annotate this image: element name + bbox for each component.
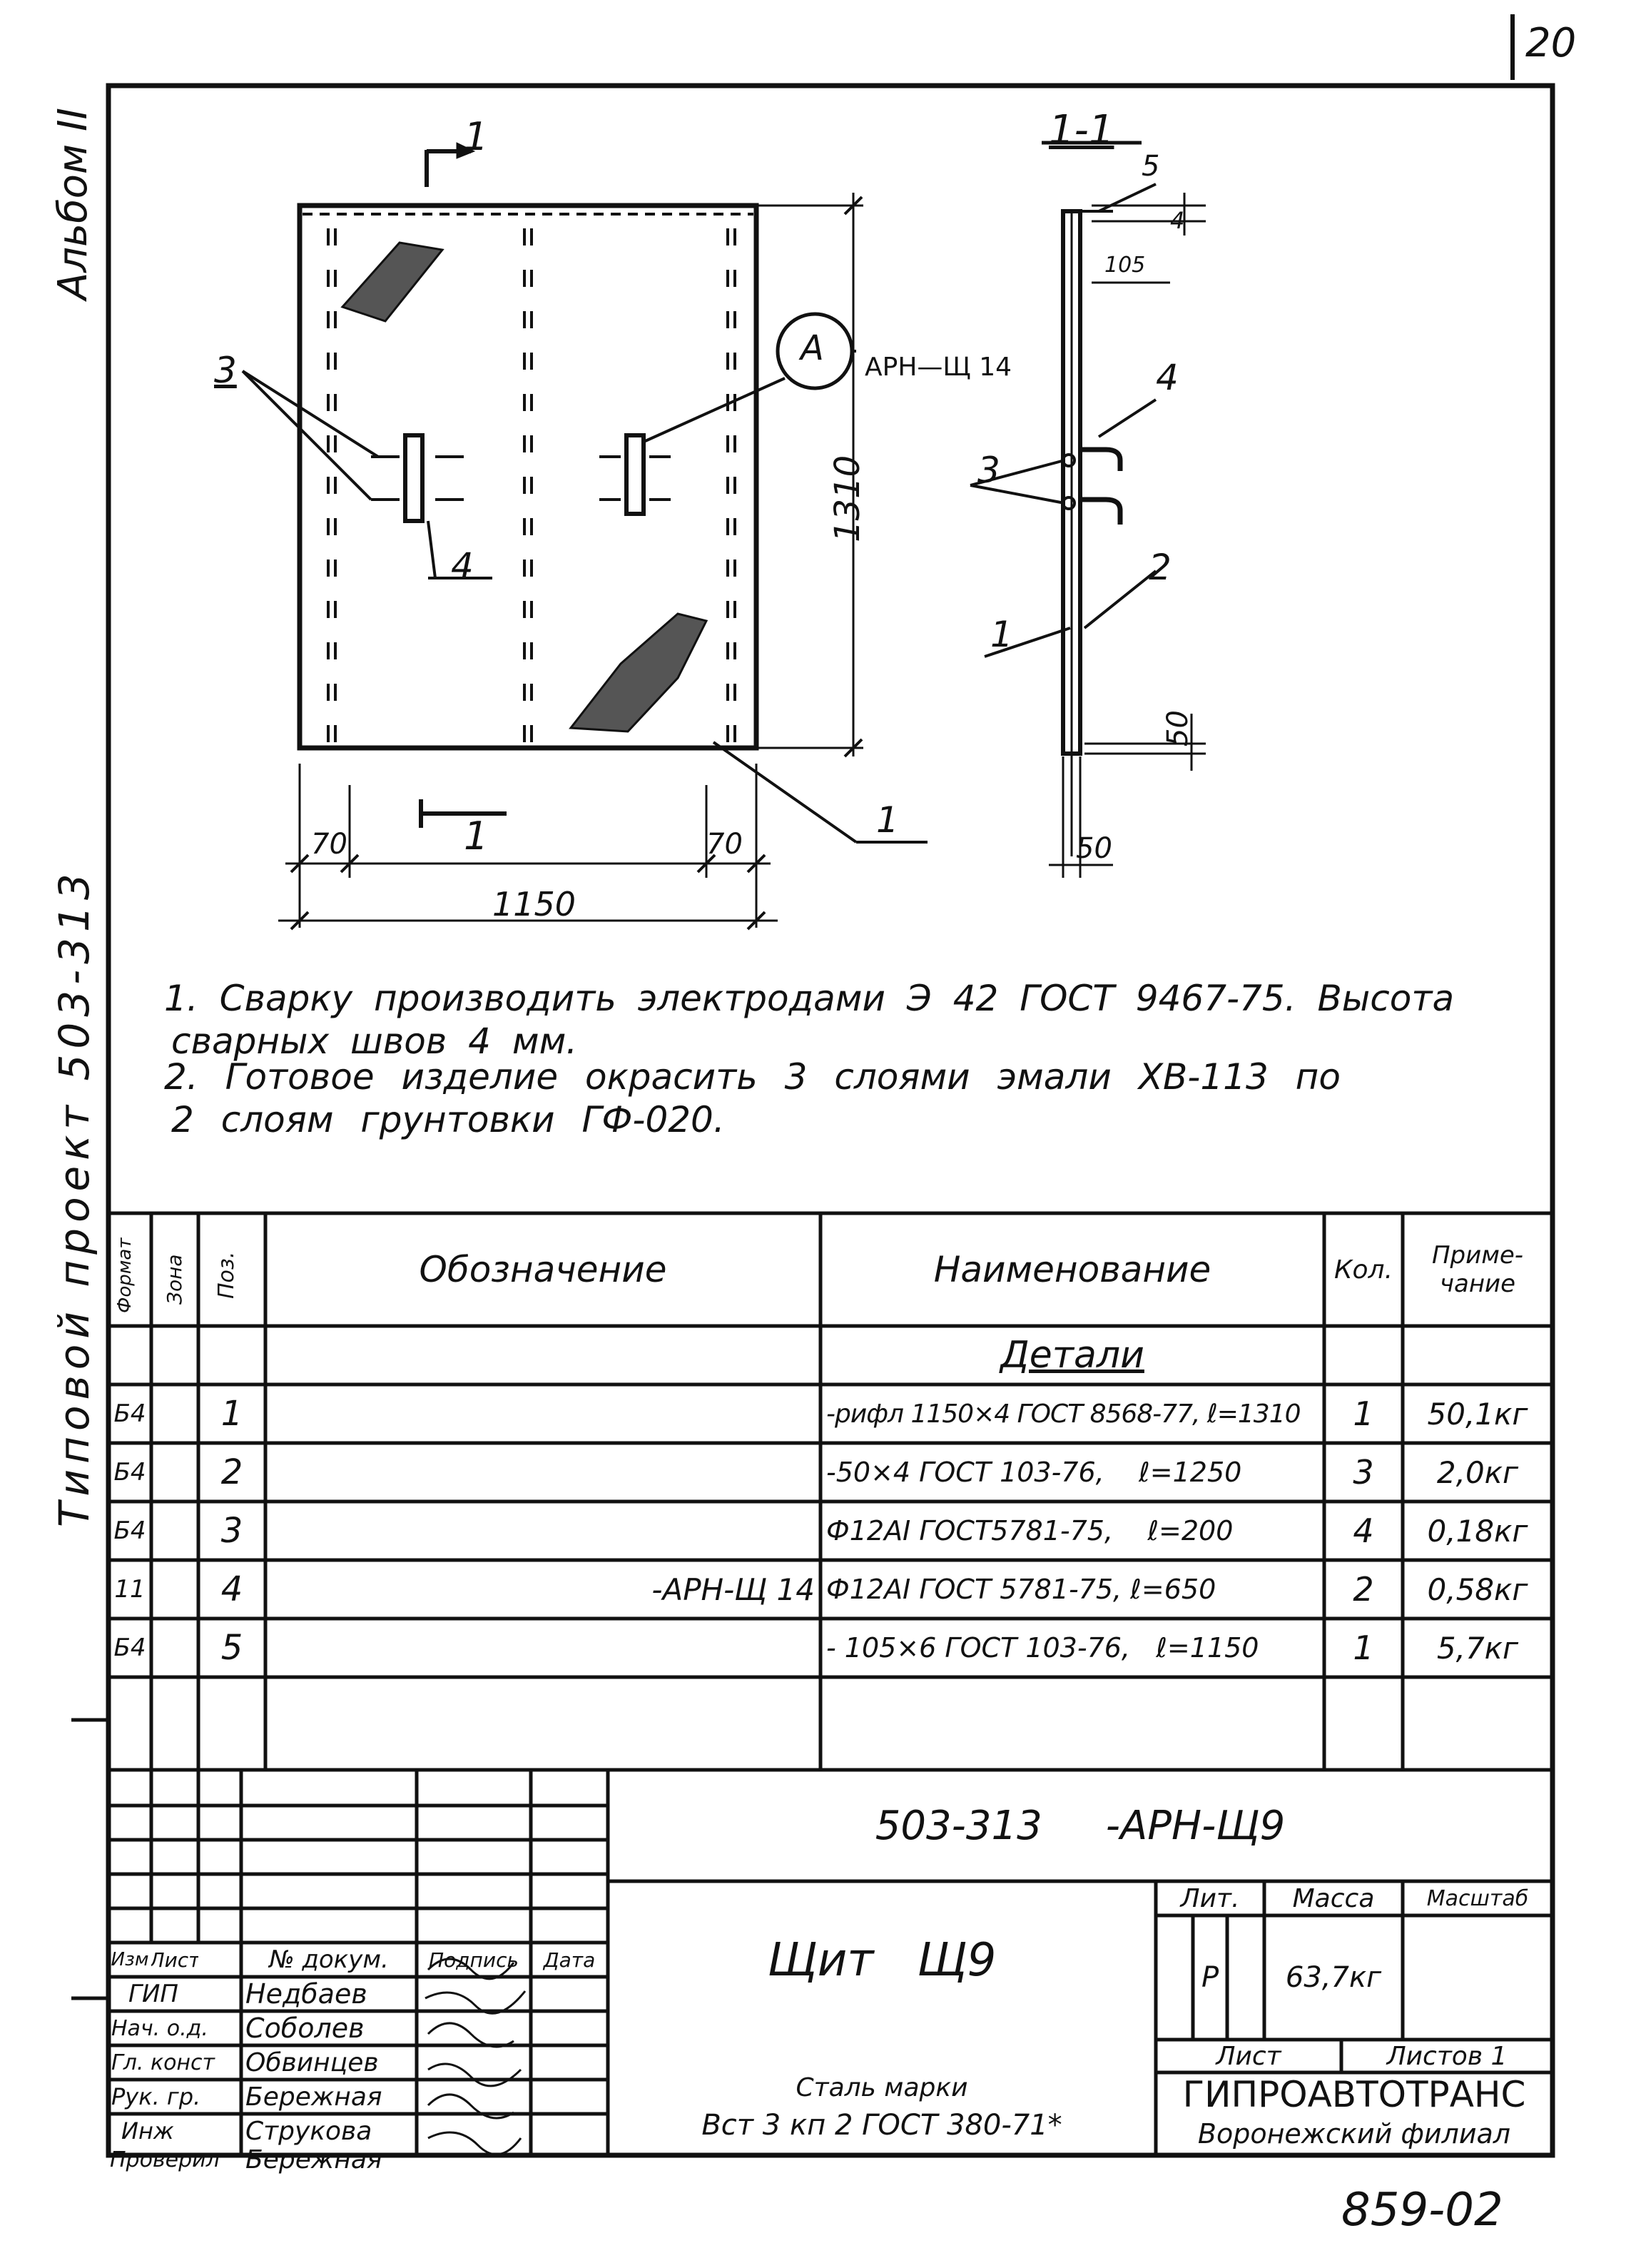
row-pos: 2 — [220, 1452, 243, 1492]
sheets-label: Листов 1 — [1386, 2041, 1508, 2071]
name-rukgr: Бережная — [245, 2082, 382, 2112]
pos-label-2-section: 2 — [1149, 547, 1172, 588]
header-name: Наименование — [933, 1249, 1211, 1290]
row-pos: 5 — [220, 1628, 243, 1668]
row-pos: 1 — [220, 1394, 243, 1434]
row-note: 5,7кг — [1436, 1630, 1519, 1666]
dim-left: 70 — [311, 828, 347, 861]
row-qty: 2 — [1353, 1570, 1374, 1609]
pos-label-1-section: 1 — [990, 614, 1013, 655]
part-title: Щит Щ9 — [767, 1934, 997, 1987]
col-date: Дата — [543, 1948, 596, 1972]
row-name: Ф12АI ГОСТ5781-75, ℓ=200 — [826, 1515, 1234, 1546]
section-title: 1-1 — [1049, 107, 1114, 153]
row-format: Б4 — [113, 1399, 146, 1428]
org-branch: Воронежский филиал — [1197, 2118, 1511, 2150]
row-name: -50×4 ГОСТ 103-76, ℓ=1250 — [826, 1457, 1242, 1488]
row-name: Ф12АI ГОСТ 5781-75, ℓ=650 — [826, 1574, 1216, 1605]
material-line-1: Сталь марки — [796, 2072, 968, 2102]
row-name: -рифл 1150×4 ГОСТ 8568-77, ℓ=1310 — [826, 1399, 1301, 1429]
header-format: Формат — [114, 1237, 136, 1314]
cut-label-bottom: 1 — [464, 814, 489, 859]
col-sign: Подпись — [429, 1948, 519, 1972]
mass-value: 63,7кг — [1285, 1961, 1382, 1994]
col-doc: № докум. — [269, 1945, 389, 1974]
dim-right: 70 — [706, 828, 743, 861]
row-format: Б4 — [113, 1517, 146, 1545]
row-format: 11 — [114, 1575, 146, 1604]
lit-label: Лит. — [1180, 1883, 1240, 1913]
row-note: 0,58кг — [1427, 1571, 1528, 1607]
row-note: 0,18кг — [1427, 1513, 1528, 1549]
name-gip: Недбаев — [245, 1978, 367, 2010]
row-qty: 1 — [1353, 1394, 1374, 1433]
header-pos: Поз. — [214, 1251, 239, 1299]
role-glkonst: Гл. конст — [111, 2050, 215, 2075]
row-qty: 3 — [1353, 1453, 1374, 1492]
pos-label-3-section: 3 — [977, 450, 1000, 491]
name-proveril: Бережная — [245, 2145, 382, 2175]
dim-50-horizontal: 50 — [1076, 832, 1112, 865]
footer-code: 859-02 — [1341, 2184, 1503, 2237]
callout-circle-label: А — [801, 328, 824, 368]
dim-105: 105 — [1104, 253, 1146, 278]
role-gip: ГИП — [128, 1980, 178, 2008]
pos-label-3-plan: 3 — [214, 350, 237, 391]
material-line-2: Вст 3 кп 2 ГОСТ 380-71* — [701, 2109, 1062, 2142]
dim-top-small: 4 — [1170, 207, 1185, 234]
spec-table-grid — [108, 1211, 1553, 1772]
note-line-3: 2. Готовое изделие окрасить 3 слоями эма… — [164, 1056, 1341, 1098]
pos-label-1-plan: 1 — [876, 799, 899, 841]
section-details: Детали — [1000, 1334, 1144, 1377]
row-format: Б4 — [113, 1634, 146, 1662]
header-designation: Обозначение — [419, 1249, 667, 1290]
col-izm: Изм — [111, 1949, 149, 1970]
lit-value: Р — [1201, 1961, 1219, 1994]
col-list: Лист — [151, 1948, 198, 1972]
mass-label: Масса — [1292, 1883, 1375, 1913]
dim-width: 1150 — [492, 885, 576, 923]
name-nach: Соболев — [245, 2013, 365, 2044]
name-inzh: Струкова — [245, 2116, 372, 2146]
sheet-label: Лист — [1216, 2041, 1281, 2071]
role-nach: Нач. о.д. — [111, 2015, 208, 2041]
row-designation: -АРН-Щ 14 — [651, 1571, 815, 1607]
role-rukgr: Рук. гр. — [111, 2083, 201, 2110]
row-qty: 4 — [1353, 1512, 1374, 1550]
row-name: - 105×6 ГОСТ 103-76, ℓ=1150 — [826, 1632, 1259, 1664]
note-line-4: 2 слоям грунтовки ГФ-020. — [171, 1099, 725, 1140]
cut-label-top: 1 — [464, 114, 489, 159]
row-note: 2,0кг — [1436, 1454, 1519, 1490]
row-qty: 1 — [1353, 1629, 1374, 1667]
page-number: 20 — [1525, 20, 1577, 66]
org-name: ГИПРОАВТОТРАНС — [1182, 2074, 1526, 2115]
callout-ref: АРН—Щ 14 — [865, 353, 1012, 382]
dim-height: 1310 — [828, 455, 868, 542]
header-qty: Кол. — [1333, 1255, 1393, 1285]
header-zone: Зона — [163, 1254, 186, 1305]
role-proveril: Проверил — [110, 2147, 220, 2172]
section-view — [970, 141, 1206, 878]
row-pos: 3 — [220, 1511, 243, 1551]
signatures — [425, 1958, 527, 2156]
row-note: 50,1кг — [1427, 1396, 1528, 1432]
scale-label: Масштаб — [1426, 1885, 1529, 1911]
role-inzh: Инж — [121, 2117, 174, 2145]
pos-label-4-section: 4 — [1156, 357, 1179, 398]
plan-view — [241, 142, 928, 931]
note-line-2: сварных швов 4 мм. — [171, 1021, 578, 1062]
note-line-1: 1. Сварку производить электродами Э 42 Г… — [164, 978, 1455, 1019]
pos-label-4-plan: 4 — [451, 545, 474, 587]
row-format: Б4 — [113, 1458, 146, 1487]
doc-code: 503-313 -АРН-Щ9 — [875, 1802, 1286, 1849]
row-pos: 4 — [220, 1569, 243, 1609]
header-note: Приме-чание — [1431, 1241, 1524, 1298]
dim-50-vertical: 50 — [1162, 710, 1194, 746]
name-glkonst: Обвинцев — [245, 2047, 379, 2077]
title-block-grid — [108, 1770, 1553, 2155]
pos-label-5-section: 5 — [1142, 150, 1160, 183]
